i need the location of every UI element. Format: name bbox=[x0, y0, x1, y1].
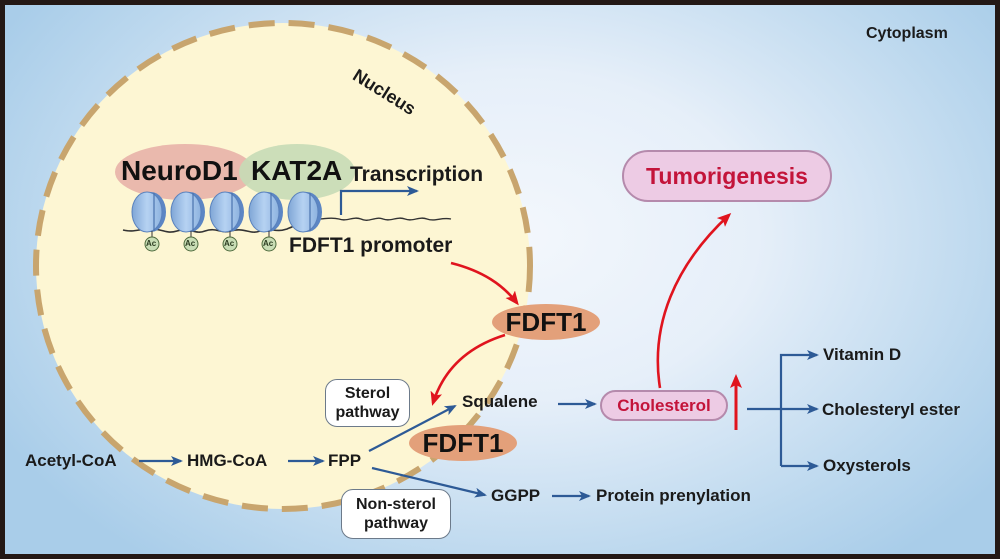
transcription-start-arrow bbox=[339, 186, 419, 215]
oxysterols-label: Oxysterols bbox=[823, 456, 911, 475]
transcription-label: Transcription bbox=[350, 163, 484, 186]
protein-prenylation-label: Protein prenylation bbox=[596, 486, 751, 505]
ggpp-label: GGPP bbox=[491, 486, 541, 505]
non-sterol-pathway-line-2: pathway bbox=[363, 515, 428, 532]
squalene-label: Squalene bbox=[462, 392, 538, 411]
nucleosomes bbox=[131, 191, 322, 233]
sterol-pathway-line-2: pathway bbox=[335, 404, 400, 421]
acetyl-mark-label: Ac bbox=[185, 239, 196, 248]
neurod1-blob bbox=[115, 144, 255, 200]
acetyl-mark bbox=[144, 236, 160, 252]
cholesterol-branch-arrows bbox=[747, 350, 819, 471]
cholesteryl-ester-label: Cholesteryl ester bbox=[822, 400, 960, 419]
transcript-wave bbox=[316, 217, 452, 221]
acetyl-mark bbox=[222, 236, 238, 252]
hmg-coa-label: HMG-CoA bbox=[187, 451, 268, 470]
nucleosome bbox=[170, 191, 205, 233]
cholesterol-to-tumorigenesis-arrow bbox=[656, 212, 732, 389]
cholesterol-box: Cholesterol bbox=[600, 390, 728, 421]
non-sterol-pathway-line-1: Non-sterol bbox=[356, 496, 436, 513]
acetyl-mark-label: Ac bbox=[146, 239, 157, 248]
vitamin-d-label: Vitamin D bbox=[823, 345, 902, 364]
fpp-to-ggpp-arrow bbox=[371, 466, 487, 498]
fpp-to-squalene-arrow bbox=[368, 405, 457, 452]
tumorigenesis-box: Tumorigenesis bbox=[622, 150, 832, 202]
fpp-label: FPP bbox=[328, 451, 362, 470]
promoter-to-fdft1-arrow bbox=[450, 261, 519, 306]
fdft1-to-squalene-arrow bbox=[430, 333, 506, 406]
acetyl-mark bbox=[261, 236, 277, 252]
neurod1-label: NeuroD1 bbox=[121, 155, 238, 186]
sterol-pathway-line-1: Sterol bbox=[344, 385, 391, 402]
acetyl-mark-label: Ac bbox=[263, 239, 274, 248]
nucleosome bbox=[209, 191, 244, 233]
cytoplasm-label: Cytoplasm bbox=[866, 25, 948, 42]
nucleosome bbox=[131, 191, 166, 233]
sterol-pathway-box: Sterol pathway bbox=[325, 379, 410, 427]
fdft1-protein-pathway: FDFT1 bbox=[409, 425, 517, 461]
fdft1-protein-top: FDFT1 bbox=[492, 304, 600, 340]
acetyl-marks bbox=[144, 231, 277, 252]
kat2a-label: KAT2A bbox=[251, 155, 343, 186]
acetyl-mark-label: Ac bbox=[224, 239, 235, 248]
acetyl-mark bbox=[183, 236, 199, 252]
fdft1-promoter-label: FDFT1 promoter bbox=[289, 234, 453, 257]
acetyl-coa-label: Acetyl-CoA bbox=[25, 451, 117, 470]
kat2a-blob bbox=[239, 144, 355, 200]
non-sterol-pathway-box: Non-sterol pathway bbox=[341, 489, 451, 539]
nucleosome bbox=[287, 191, 322, 233]
nucleosome bbox=[248, 191, 283, 233]
